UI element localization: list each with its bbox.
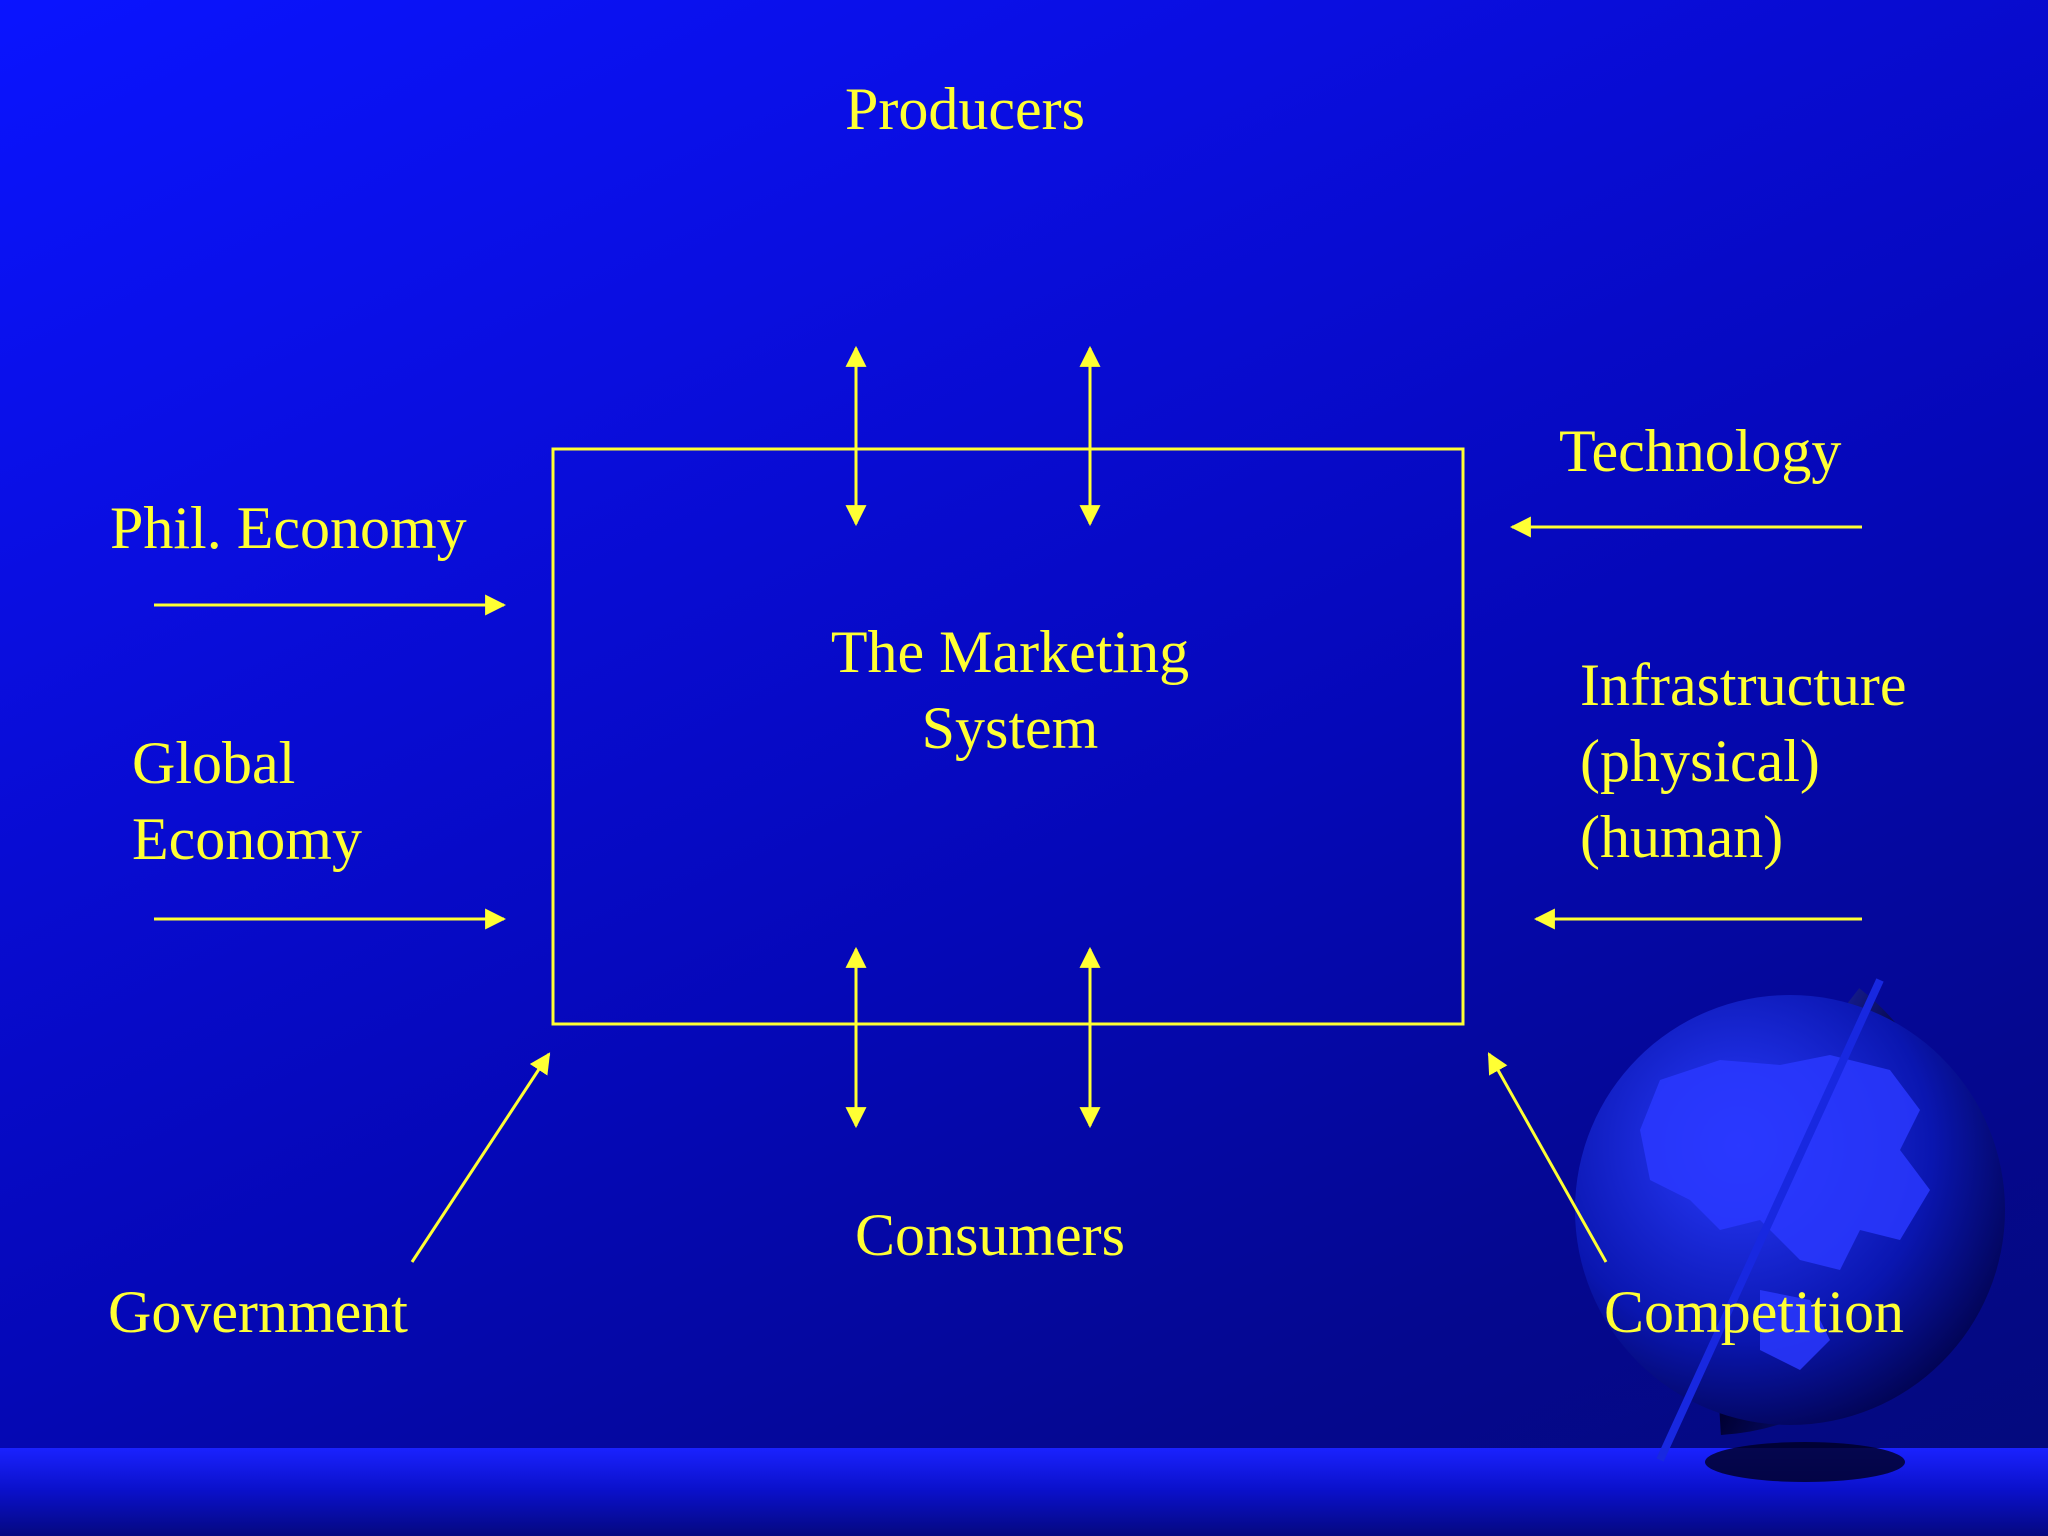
global-economy-label-line2: Economy [132,806,362,872]
infrastructure-label-line2: (physical) [1580,728,1820,794]
competition-arrow [1487,1052,1608,1263]
center-box-title-line1: The Marketing [830,619,1190,685]
infrastructure-label-line1: Infrastructure [1580,652,1907,718]
competition-label: Competition [1604,1279,1904,1345]
phil-economy-label: Phil. Economy [110,495,467,561]
producers-label: Producers [845,76,1085,142]
government-arrow [410,1052,551,1263]
consumers-label: Consumers [855,1202,1125,1268]
government-label: Government [108,1279,408,1345]
global-economy-label-line1: Global [132,730,296,796]
infrastructure-label-line3: (human) [1580,804,1784,870]
technology-label: Technology [1559,418,1842,484]
center-box-title-line2: System [921,695,1099,761]
center-box [551,447,1465,1026]
